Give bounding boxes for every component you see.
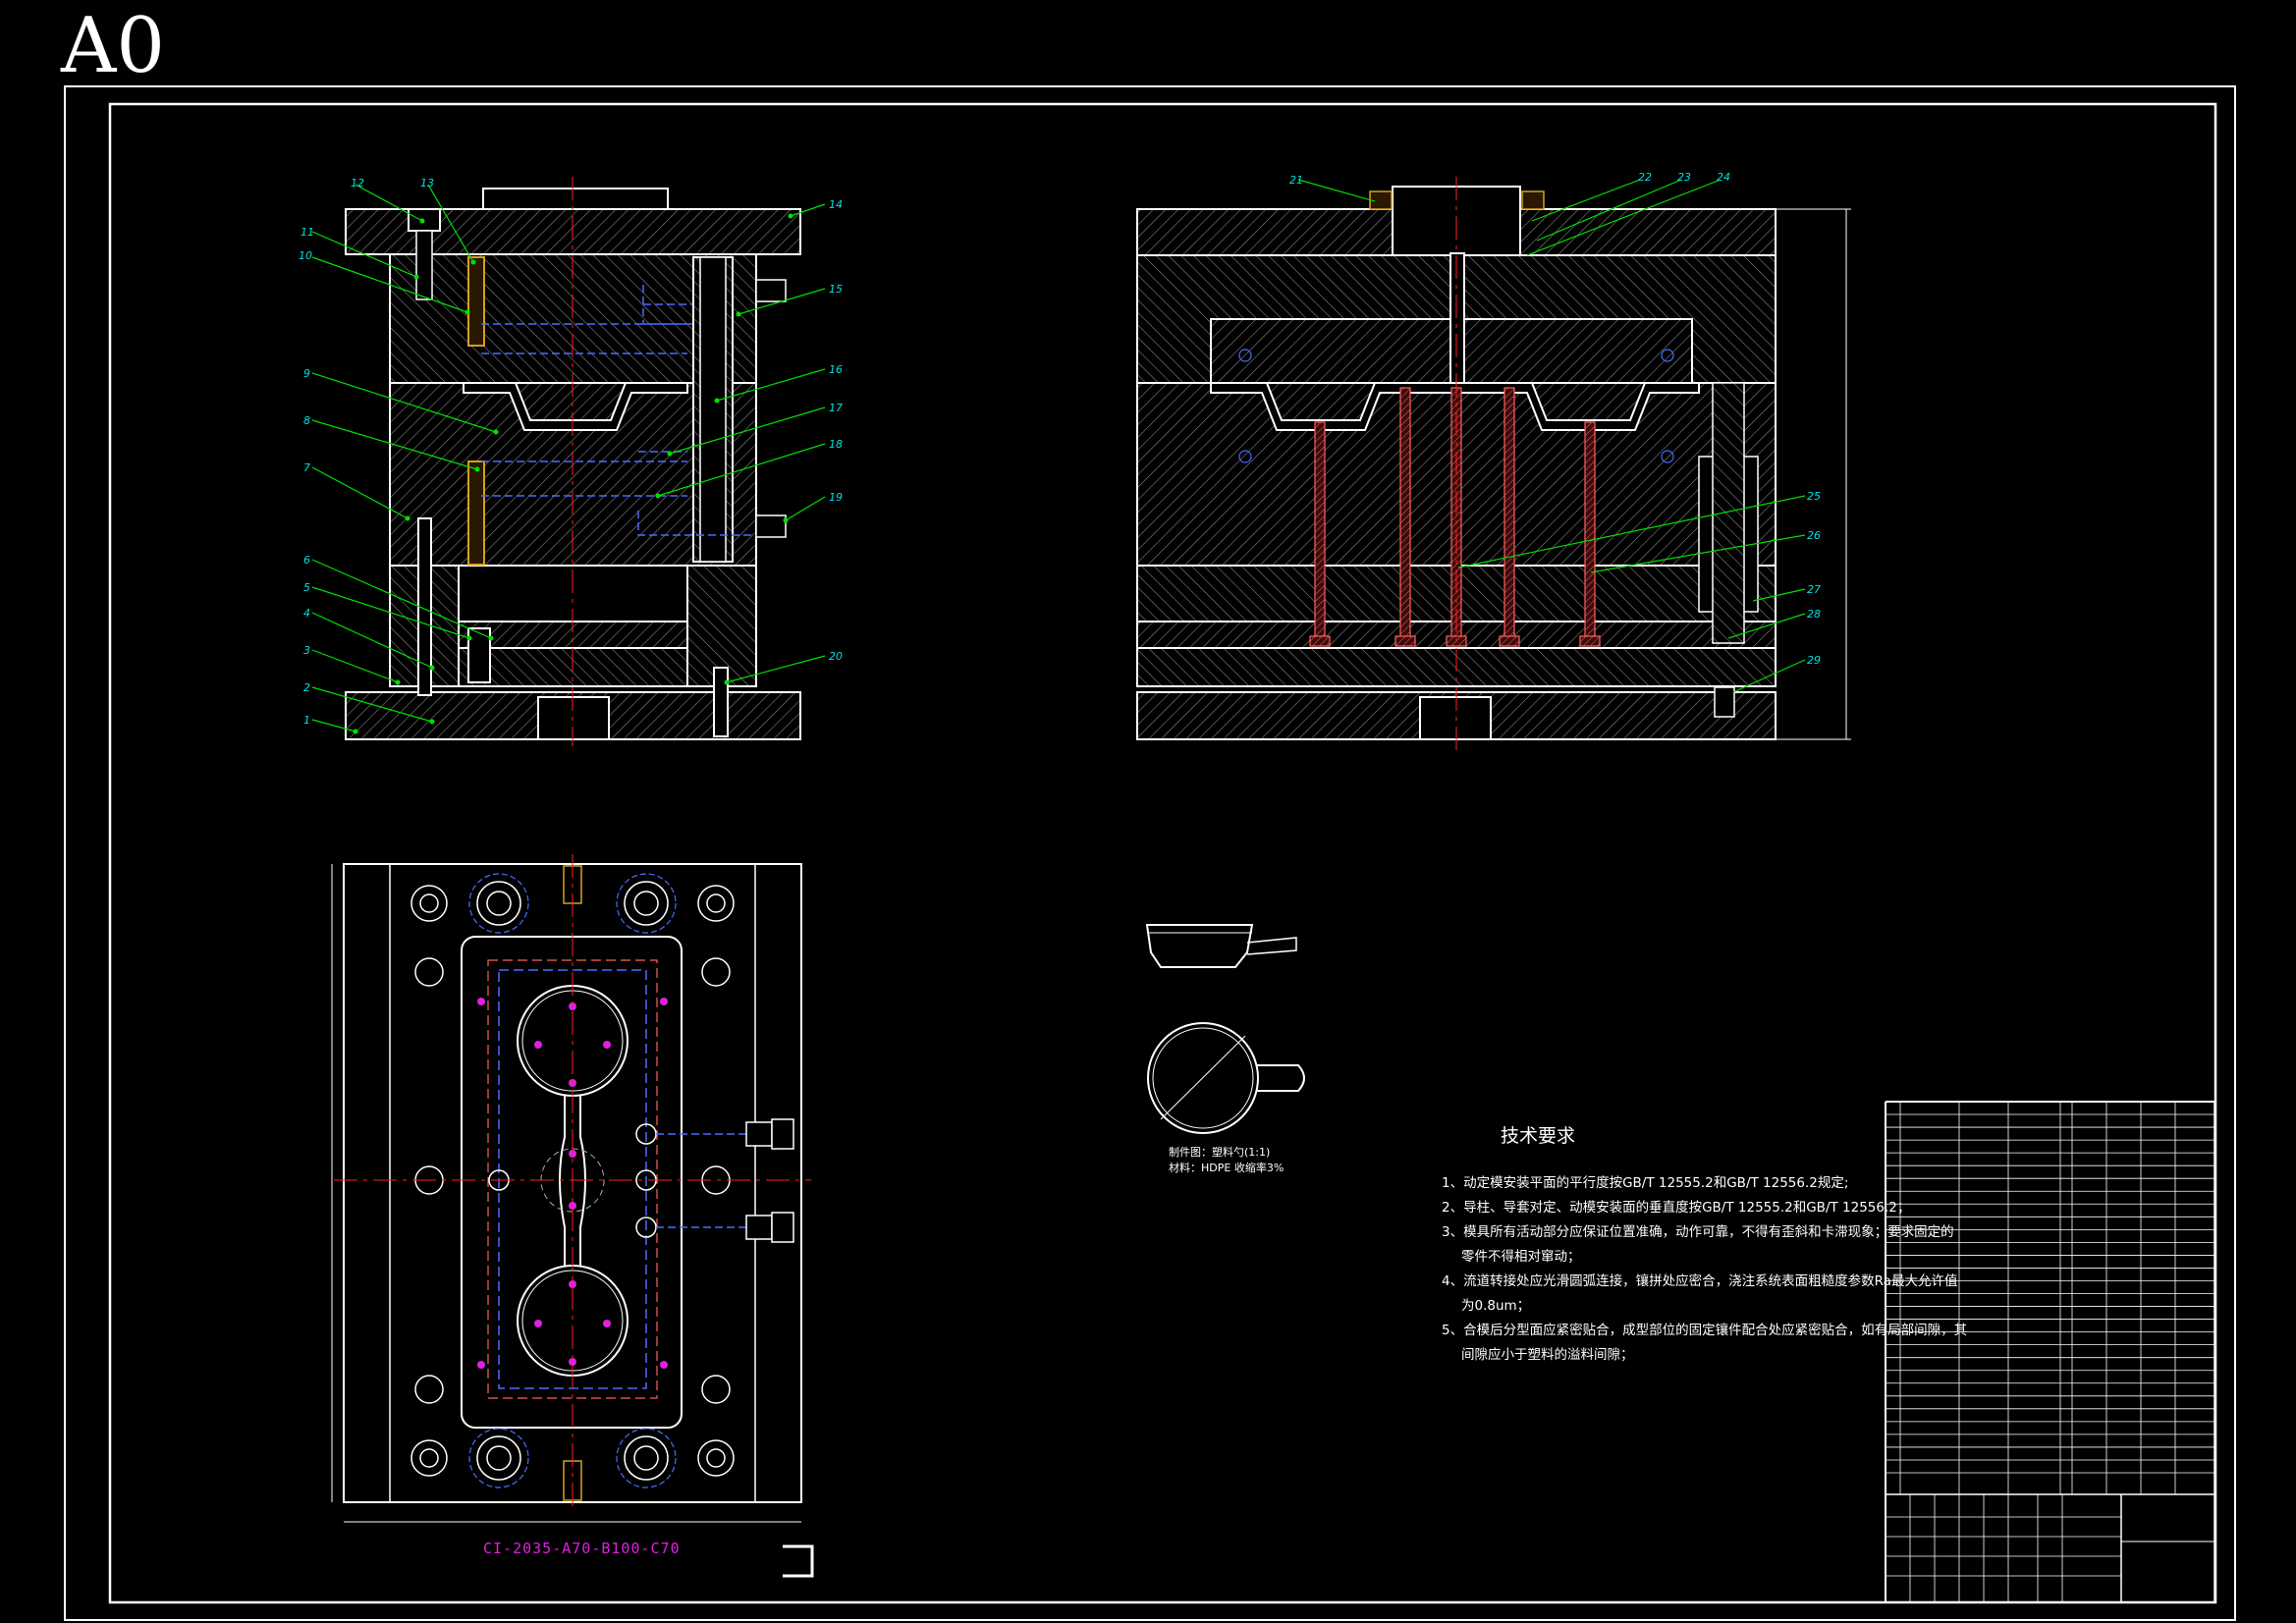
balloon-16: 16 <box>829 363 843 376</box>
front-section-view <box>345 177 801 746</box>
balloon-13: 13 <box>420 177 434 189</box>
side-balloons: 21 22 23 24 25 26 27 28 29 <box>1289 171 1821 693</box>
balloon-7: 7 <box>303 461 310 474</box>
balloon-4: 4 <box>303 607 310 620</box>
balloon-12: 12 <box>351 177 364 189</box>
balloon-1: 1 <box>303 714 310 727</box>
balloon-19: 19 <box>829 491 843 504</box>
balloon-11: 11 <box>301 226 314 239</box>
front-balloons: 12 13 11 10 9 8 7 6 5 4 3 2 1 14 15 16 1… <box>299 177 843 734</box>
tech-line-6: 为0.8um； <box>1461 1298 1531 1314</box>
part-caption-line2: 材料：HDPE 收缩率3% <box>1169 1162 1285 1174</box>
outer-border <box>64 85 2236 1621</box>
tech-line-8: 间隙应小于塑料的溢料间隙； <box>1461 1347 1634 1363</box>
balloon-24: 24 <box>1717 171 1730 184</box>
tech-line-3: 3、模具所有活动部分应保证位置准确，动作可靠，不得有歪斜和卡滞现象；要求固定的 <box>1442 1224 1954 1240</box>
balloon-3: 3 <box>303 644 310 657</box>
tech-title: 技术要求 <box>1501 1125 1576 1147</box>
balloon-29: 29 <box>1807 654 1821 667</box>
part-drawing <box>1145 924 1305 1134</box>
mould-base-code: CI-2035-A70-B100-C70 <box>483 1540 681 1557</box>
balloon-10: 10 <box>299 249 312 262</box>
inner-border <box>108 102 2217 1604</box>
balloon-9: 9 <box>303 367 310 380</box>
balloon-2: 2 <box>303 681 310 694</box>
balloon-23: 23 <box>1677 171 1691 184</box>
side-section-view <box>1136 177 1851 756</box>
balloon-14: 14 <box>829 198 843 211</box>
tech-line-7: 5、合模后分型面应紧密贴合，成型部位的固定镶件配合处应紧密贴合，如有局部间隙，其 <box>1442 1323 1968 1338</box>
balloon-21: 21 <box>1289 174 1303 187</box>
balloon-20: 20 <box>829 650 843 663</box>
top-view <box>331 854 814 1578</box>
balloon-27: 27 <box>1807 583 1821 596</box>
tech-line-4: 零件不得相对窜动； <box>1461 1249 1581 1265</box>
balloon-6: 6 <box>303 554 310 567</box>
tech-line-1: 1、动定模安装平面的平行度按GB/T 12555.2和GB/T 12556.2规… <box>1442 1175 1849 1191</box>
tech-line-5: 4、流道转接处应光滑圆弧连接，镶拼处应密合，浇注系统表面粗糙度参数Ra最大允许值 <box>1442 1273 1958 1289</box>
balloon-26: 26 <box>1807 529 1821 542</box>
balloon-17: 17 <box>829 402 843 414</box>
balloon-15: 15 <box>829 283 843 296</box>
title-block <box>1885 1101 2215 1602</box>
balloon-5: 5 <box>303 581 310 594</box>
tech-line-2: 2、导柱、导套对定、动模安装面的垂直度按GB/T 12555.2和GB/T 12… <box>1442 1200 1911 1216</box>
balloon-28: 28 <box>1807 608 1821 621</box>
sheet-size-label: A0 <box>61 2 165 90</box>
part-caption: 制件图：塑料勺(1:1) 材料：HDPE 收缩率3% <box>1169 1145 1284 1176</box>
balloon-18: 18 <box>829 438 843 451</box>
balloon-22: 22 <box>1638 171 1652 184</box>
balloon-25: 25 <box>1807 490 1821 503</box>
balloon-8: 8 <box>303 414 310 427</box>
part-caption-line1: 制件图：塑料勺(1:1) <box>1169 1146 1271 1159</box>
